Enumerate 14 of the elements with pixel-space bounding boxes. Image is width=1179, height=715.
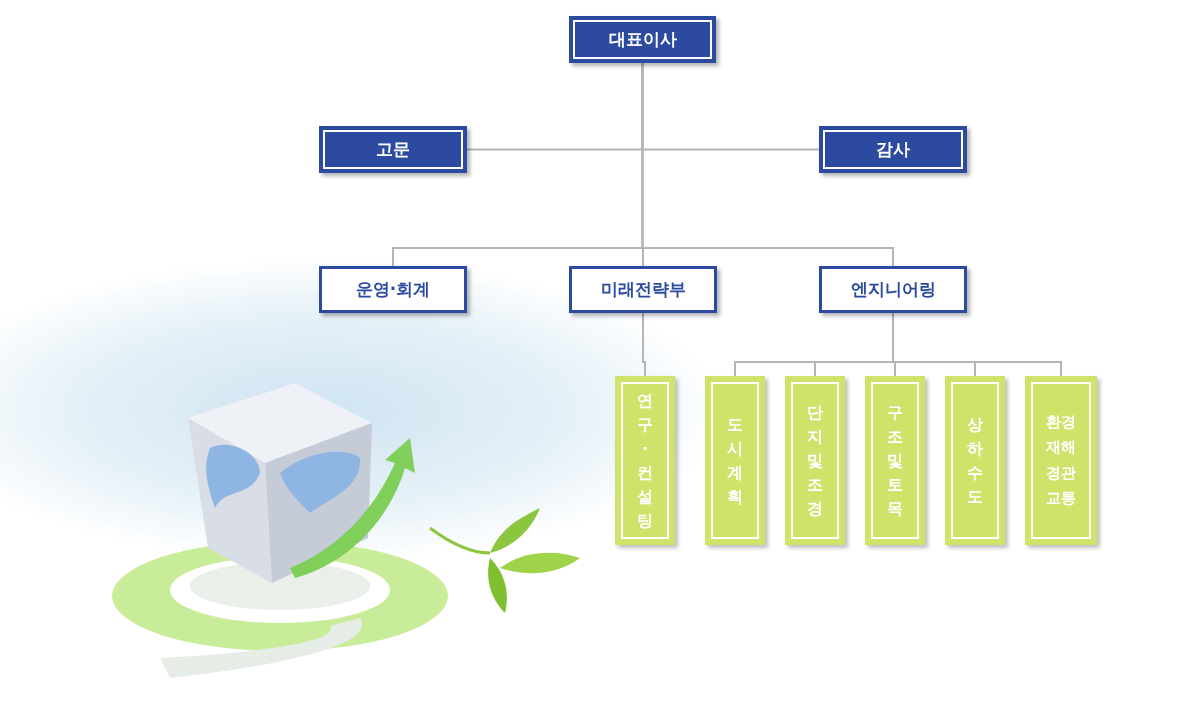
department-box: 단지 및 조경 [785, 376, 845, 545]
position-box: 엔지니어링 [819, 266, 967, 313]
department-box: 상하수도 [945, 376, 1005, 545]
position-box: 운영·회계 [319, 266, 467, 313]
position-box: 감사 [819, 126, 967, 173]
position-box: 미래전략부 [569, 266, 717, 313]
department-box: 구조 및 토목 [865, 376, 925, 545]
department-box: 도시계획 [705, 376, 765, 545]
department-box: 환경 재해 경관 교통 [1025, 376, 1097, 545]
position-box: 대표이사 [569, 16, 716, 63]
department-box: 연구·컨설팅 [615, 376, 675, 545]
position-box: 고문 [319, 126, 467, 173]
connector-line [642, 312, 646, 377]
connector-line [892, 312, 1062, 377]
